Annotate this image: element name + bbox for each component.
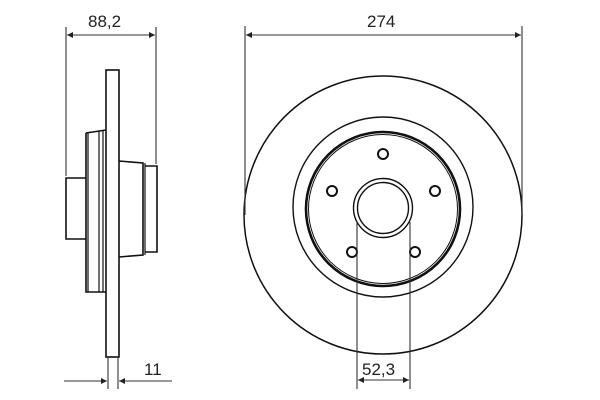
- bolt-hole: [326, 185, 338, 197]
- side-view: [65, 69, 158, 358]
- hat-outer-ring: [292, 116, 474, 298]
- center-bore-inner: [356, 181, 410, 235]
- center-bore-outer: [352, 177, 414, 239]
- dimension-label-center-bore: 52,3: [362, 360, 396, 379]
- front-view-dimensions: [244, 26, 523, 389]
- right-hub: [118, 160, 144, 258]
- bolt-hole: [377, 148, 389, 160]
- hat-thick-ring: [304, 130, 462, 288]
- left-hub: [65, 177, 86, 240]
- hat-flange: [85, 129, 107, 293]
- disc-plate: [105, 69, 120, 358]
- bolt-holes: [326, 148, 441, 258]
- dimension-label-total-height: 88,2: [88, 12, 122, 31]
- dimension-label-outer-diameter: 274: [367, 12, 396, 31]
- bolt-hole: [429, 185, 441, 197]
- bolt-hole: [346, 246, 358, 258]
- bolt-hole: [409, 246, 421, 258]
- front-view: [243, 75, 523, 355]
- side-view-dimensions: [64, 27, 172, 389]
- dimension-label-disc-thickness: 11: [144, 360, 162, 379]
